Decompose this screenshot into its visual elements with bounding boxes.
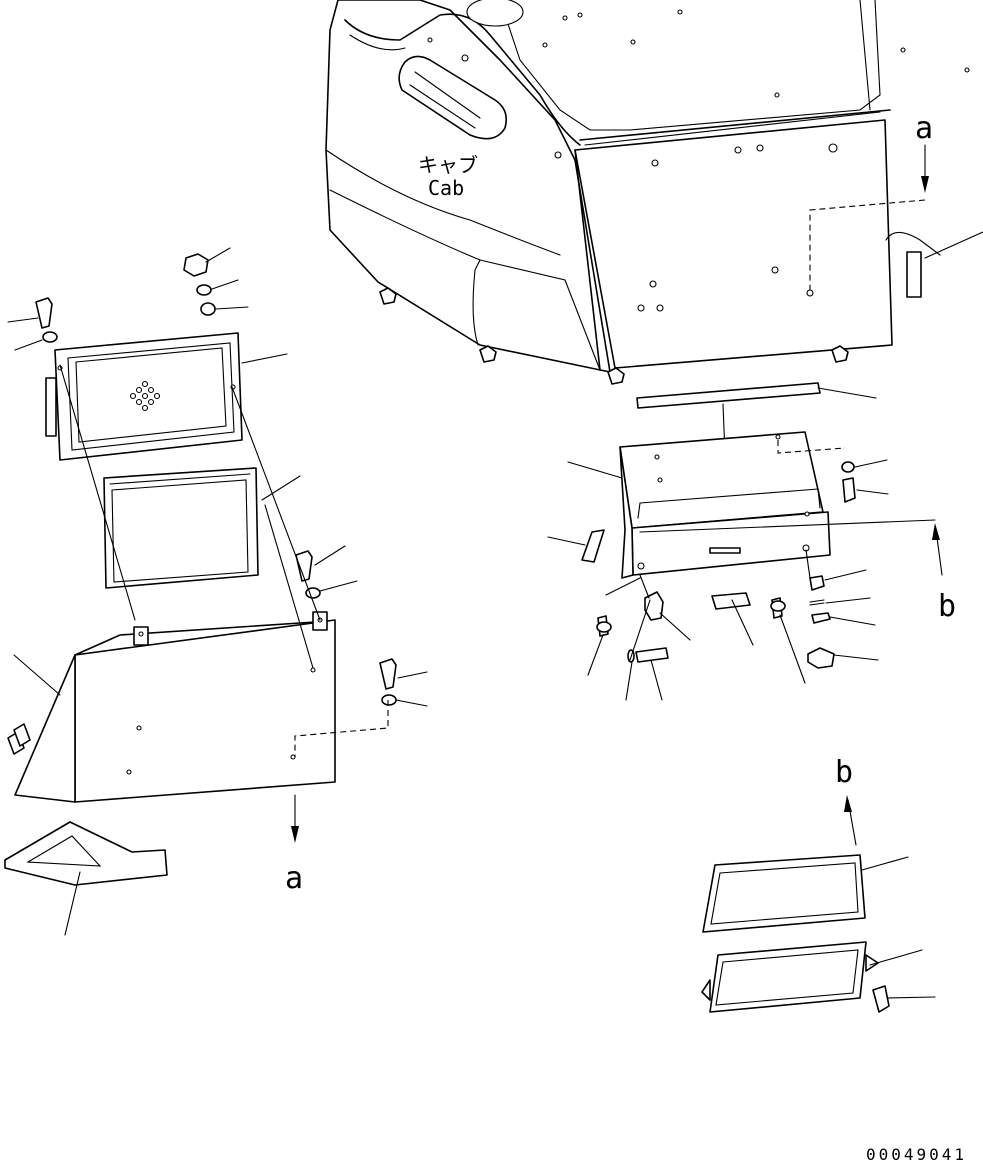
right-bottom-leader-lines: [861, 856, 936, 999]
ref-b-right-arrow: [932, 523, 943, 576]
ref-a-top-arrow: [809, 144, 929, 290]
right-housing: [619, 431, 846, 579]
right-filter-frame-upper: [702, 854, 866, 933]
left-leader-lines: [7, 247, 428, 936]
left-filter-element: [103, 467, 259, 589]
left-fasteners: [35, 253, 397, 706]
left-filter-frame: [45, 332, 243, 461]
ref-b-right: b: [938, 589, 956, 624]
ref-a-bottom: a: [285, 861, 303, 896]
cab-body: [325, 0, 983, 385]
ref-a-top: a: [915, 111, 933, 146]
cab-label-en: Cab: [428, 176, 464, 200]
left-base-tray: [4, 821, 168, 886]
right-filter-frame-lower: [701, 941, 890, 1013]
drawing-number: 00049041: [866, 1145, 967, 1163]
right-leader-lines: [547, 387, 936, 701]
ref-b-bottom: b: [835, 755, 853, 790]
left-duct-box: [7, 611, 336, 803]
right-latch-clip: [581, 529, 605, 563]
ref-a-bottom-arrow: [291, 794, 299, 843]
right-fasteners: [596, 461, 856, 669]
cab-label-jp: キャブ: [418, 153, 478, 177]
ref-b-bottom-arrow: [844, 795, 857, 846]
